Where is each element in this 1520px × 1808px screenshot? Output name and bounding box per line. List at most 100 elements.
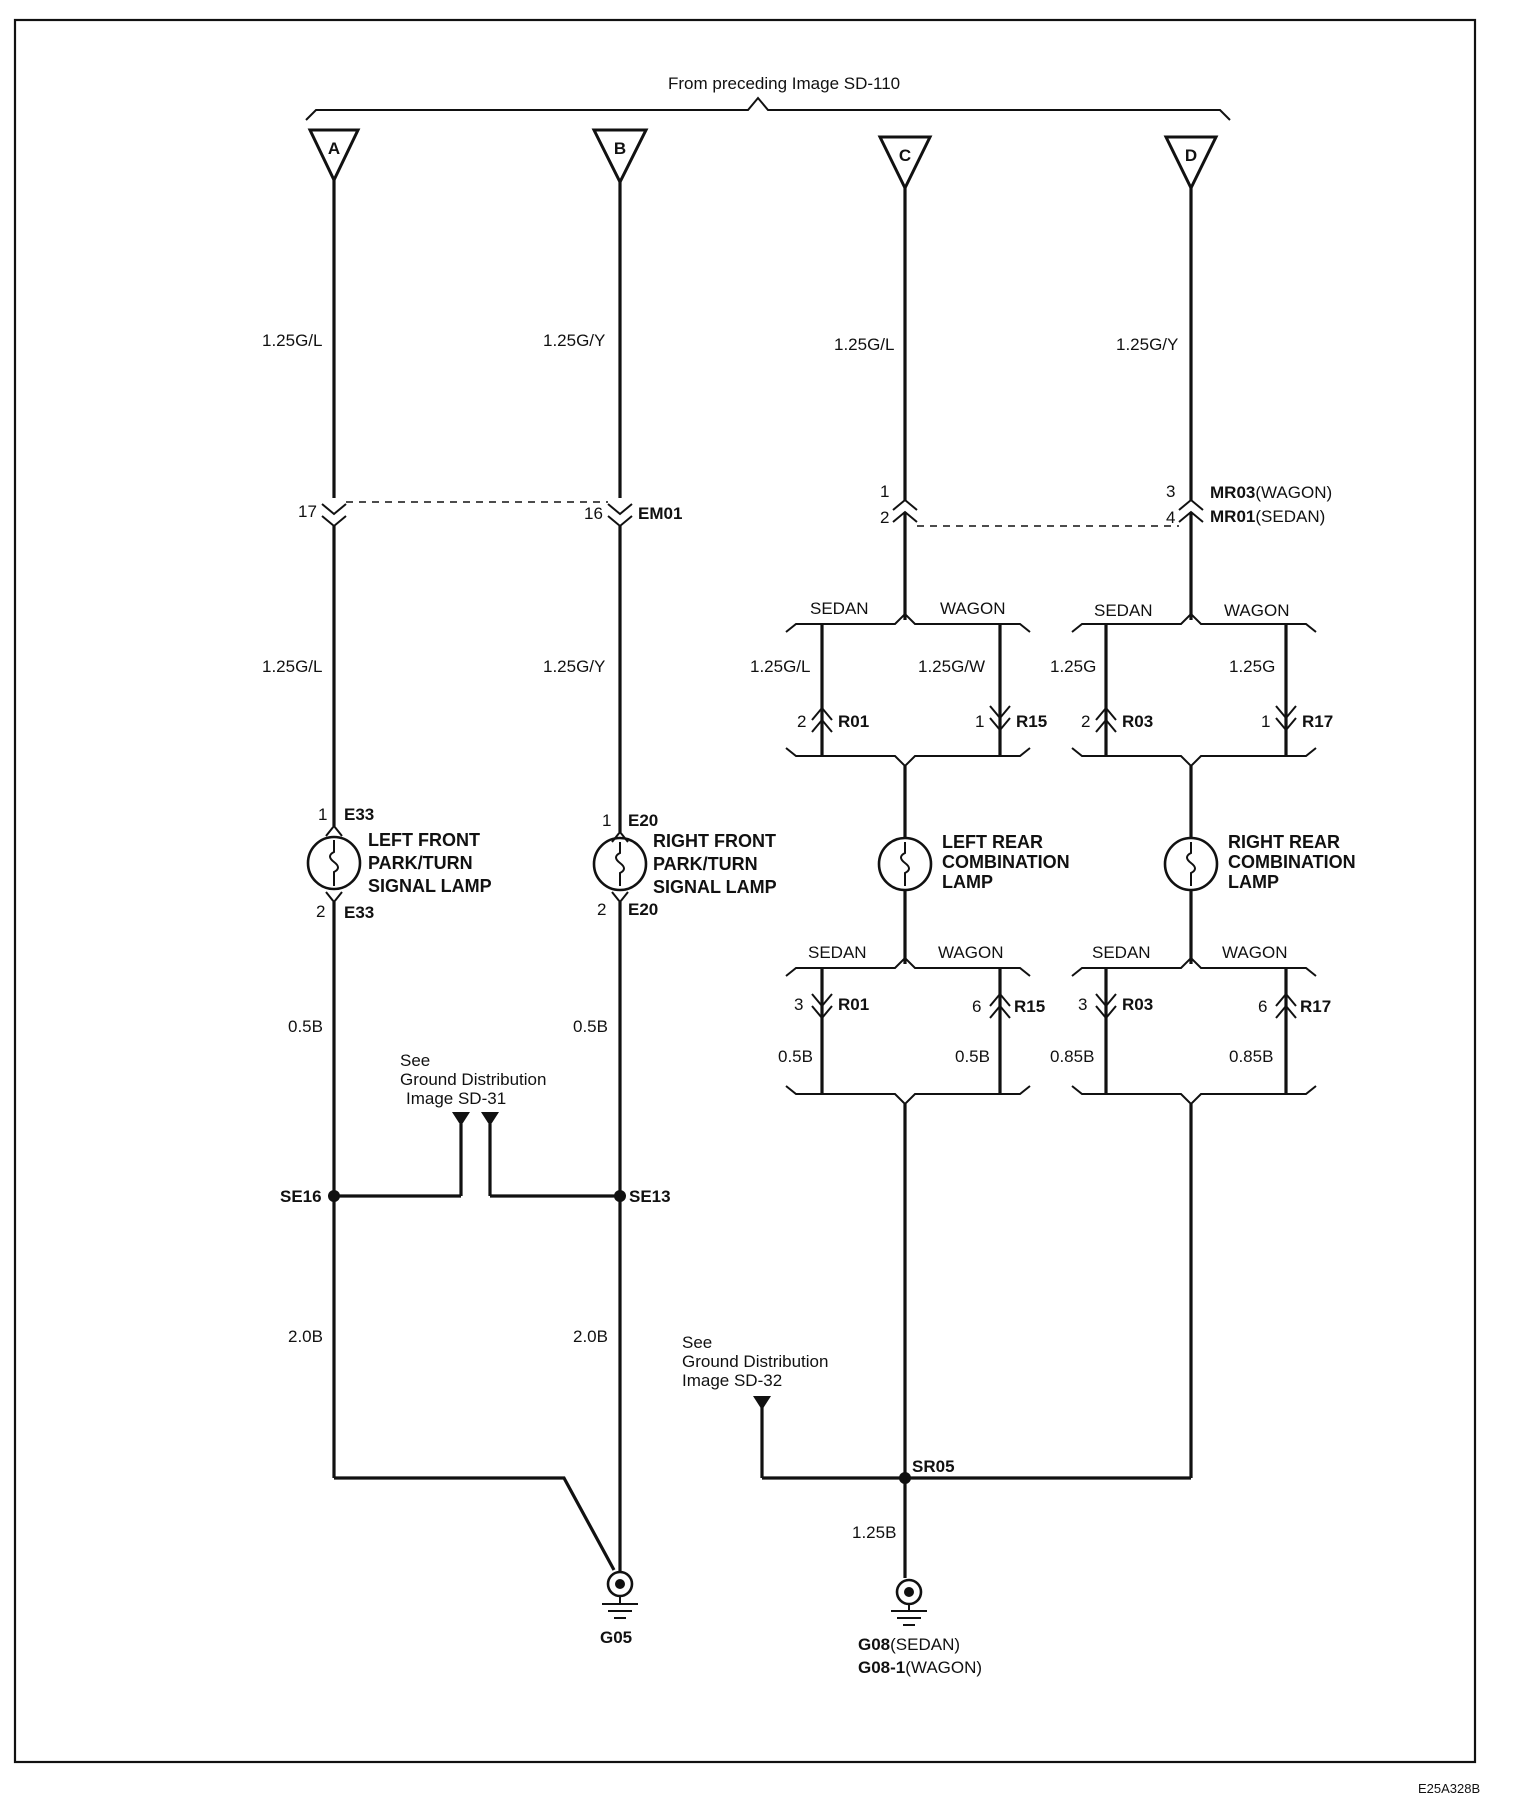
e20-pin-2: 2	[597, 900, 606, 919]
se13-label: SE13	[629, 1187, 671, 1206]
r15-bot-name: R15	[1014, 997, 1045, 1016]
r15-bot-pin: 6	[972, 997, 981, 1016]
svg-text:A: A	[328, 139, 340, 158]
right-rear-lamp-label-2: COMBINATION	[1228, 852, 1356, 872]
wire-c-sedan-in-label: 1.25G/L	[750, 657, 811, 676]
r01-top-arrow	[811, 706, 833, 733]
r01-bot-name: R01	[838, 995, 869, 1014]
mr-pin-1: 1	[880, 482, 889, 501]
r15-bot-arrow	[989, 992, 1011, 1019]
connector-em01-b	[607, 503, 633, 528]
gd31-arrow-1	[452, 1112, 470, 1126]
wire-sr05-ground-label: 1.25B	[852, 1523, 896, 1542]
em01-pin-17: 17	[298, 502, 317, 521]
gd31-arrow-2	[481, 1112, 499, 1126]
right-rear-lamp-label-3: LAMP	[1228, 872, 1279, 892]
e33-bottom-arrow	[325, 891, 343, 904]
r17-bot-arrow	[1275, 992, 1297, 1019]
figure-code: E25A328B	[1418, 1781, 1480, 1796]
g08-1-label: G08-1(WAGON)	[858, 1658, 982, 1677]
r15-top-arrow	[989, 705, 1011, 732]
wire-c-wagon-in-label: 1.25G/W	[918, 657, 985, 676]
r15-top-name: R15	[1016, 712, 1047, 731]
c-lower-wagon: WAGON	[938, 943, 1003, 962]
e20-top-name: E20	[628, 811, 658, 830]
wire-b-mid-label: 1.25G/Y	[543, 657, 605, 676]
r03-bot-arrow	[1095, 993, 1117, 1020]
connector-em01-a	[321, 503, 347, 528]
left-rear-lamp-label-3: LAMP	[942, 872, 993, 892]
e33-pin-2: 2	[316, 902, 325, 921]
right-front-lamp-label-1: RIGHT FRONT	[653, 831, 776, 851]
left-rear-lamp-label-1: LEFT REAR	[942, 832, 1043, 852]
d-upper-sedan: SEDAN	[1094, 601, 1153, 620]
r03-top-pin: 2	[1081, 712, 1090, 731]
em01-pin-16: 16	[584, 504, 603, 523]
right-front-lamp-label-3: SIGNAL LAMP	[653, 877, 777, 897]
left-rear-lamp-label-2: COMBINATION	[942, 852, 1070, 872]
right-front-lamp-filament	[615, 842, 625, 886]
e20-pin-1: 1	[602, 811, 611, 830]
r17-bot-name: R17	[1300, 997, 1331, 1016]
r17-top-name: R17	[1302, 712, 1333, 731]
ground-g05-icon	[602, 1570, 638, 1619]
sr05-label: SR05	[912, 1457, 955, 1476]
c-upper-split-brace	[785, 612, 1031, 633]
c-upper-wagon: WAGON	[940, 599, 1005, 618]
wire-b-top-label: 1.25G/Y	[543, 331, 605, 350]
wire-a-to-g05	[334, 1476, 616, 1571]
svg-text:B: B	[614, 139, 626, 158]
right-rear-lamp-label-1: RIGHT REAR	[1228, 832, 1340, 852]
r17-top-pin: 1	[1261, 712, 1270, 731]
d-lower-sedan: SEDAN	[1092, 943, 1151, 962]
r01-top-pin: 2	[797, 712, 806, 731]
left-rear-lamp-filament	[900, 842, 910, 886]
e20-bottom-name: E20	[628, 900, 658, 919]
splice-se13	[614, 1190, 626, 1202]
e33-top-arrow	[325, 824, 343, 837]
d-upper-wagon: WAGON	[1224, 601, 1289, 620]
r01-bot-pin: 3	[794, 995, 803, 1014]
e33-pin-1: 1	[318, 805, 327, 824]
wire-a-top-label: 1.25G/L	[262, 331, 323, 350]
left-front-lamp-label-2: PARK/TURN	[368, 853, 473, 873]
gd31-note-3: Image SD-31	[406, 1089, 506, 1108]
r17-bot-pin: 6	[1258, 997, 1267, 1016]
wire-a-ground-label: 2.0B	[288, 1327, 323, 1346]
from-preceding-text: From preceding Image SD-110	[668, 74, 900, 93]
r03-top-name: R03	[1122, 712, 1153, 731]
gd31-note-2: Ground Distribution	[400, 1070, 546, 1089]
d-lower-split-brace	[1071, 956, 1317, 977]
r03-top-arrow	[1095, 706, 1117, 733]
wire-a-low-label: 0.5B	[288, 1017, 323, 1036]
gd32-note-3: Image SD-32	[682, 1371, 782, 1390]
terminal-b: B	[591, 128, 649, 186]
preceding-image-brace	[305, 96, 1231, 121]
c-lower-sedan: SEDAN	[808, 943, 867, 962]
gd31-note-1: See	[400, 1051, 430, 1070]
right-front-lamp-label-2: PARK/TURN	[653, 854, 758, 874]
d-lower-wagon: WAGON	[1222, 943, 1287, 962]
r03-bot-pin: 3	[1078, 995, 1087, 1014]
d-upper-merge-brace	[1071, 747, 1317, 768]
terminal-c: C	[877, 135, 933, 192]
mr01-label: MR01(SEDAN)	[1210, 507, 1325, 526]
d-upper-split-brace	[1071, 612, 1317, 633]
gd32-note-2: Ground Distribution	[682, 1352, 828, 1371]
e33-bottom-name: E33	[344, 903, 374, 922]
r01-bot-arrow	[811, 993, 833, 1020]
mr03-label: MR03(WAGON)	[1210, 483, 1332, 502]
wire-d-wagon-in-label: 1.25G	[1229, 657, 1275, 676]
c-lower-split-brace	[785, 956, 1031, 977]
e20-bottom-arrow	[611, 891, 629, 904]
right-front-lamp-icon	[592, 836, 648, 892]
r15-top-pin: 1	[975, 712, 984, 731]
wire-c-sedan-out-label: 0.5B	[778, 1047, 813, 1066]
svg-text:C: C	[899, 146, 911, 165]
d-lower-merge-brace	[1071, 1085, 1317, 1106]
ground-g08-icon	[891, 1578, 927, 1626]
left-front-lamp-label-3: SIGNAL LAMP	[368, 876, 492, 896]
left-front-lamp-label-1: LEFT FRONT	[368, 830, 480, 850]
wire-c-top-label: 1.25G/L	[834, 335, 895, 354]
